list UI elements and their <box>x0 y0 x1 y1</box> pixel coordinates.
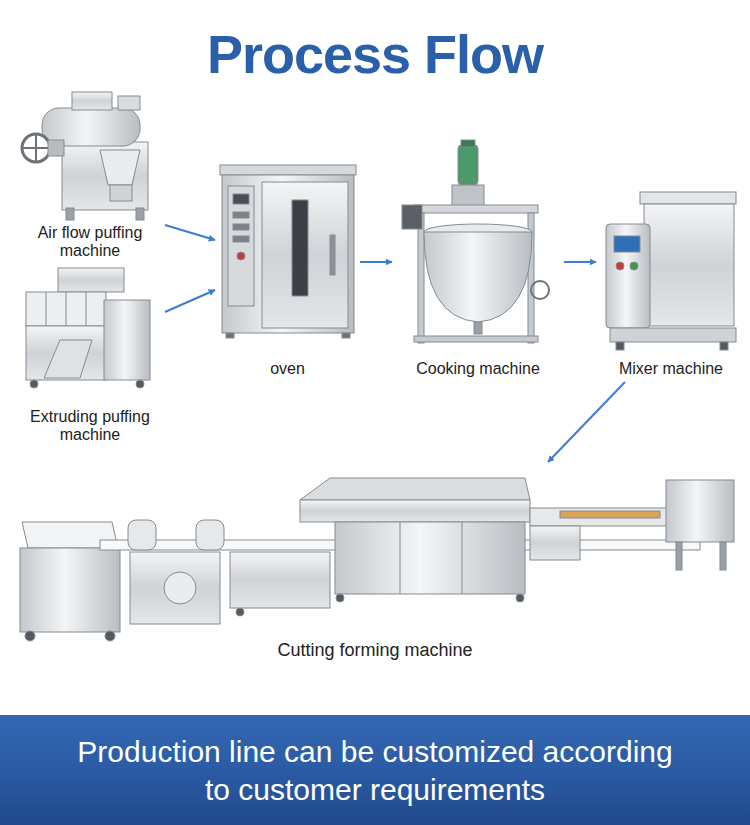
machine-node: Cutting forming machine <box>10 462 740 664</box>
cutting-forming-line <box>20 478 734 641</box>
extruding-puffing-machine <box>26 268 150 388</box>
air-flow-puffing-machine <box>22 92 148 220</box>
flow-arrow <box>165 290 215 312</box>
title-text: Process Flow <box>0 22 750 86</box>
machine-label: Extruding puffing machine <box>15 408 165 444</box>
mixer-machine <box>606 192 736 350</box>
flow-arrow <box>564 261 596 263</box>
flow-arrow <box>548 382 625 462</box>
machine-label: Cooking machine <box>392 360 564 378</box>
machine-label: Mixer machine <box>596 360 746 378</box>
cooking-kettle <box>402 140 549 343</box>
machine-node: Extruding puffing machine <box>15 266 165 448</box>
machine-node: oven <box>215 160 360 382</box>
machine-node: Cooking machine <box>392 132 564 382</box>
caption-text: Production line can be customized accord… <box>65 733 685 809</box>
machine-node: Mixer machine <box>596 182 746 382</box>
caption-band: Production line can be customized accord… <box>0 715 750 825</box>
machine-label: Air flow puffing machine <box>15 224 165 260</box>
flow-arrow <box>360 261 392 263</box>
machine-label: oven <box>215 360 360 378</box>
machine-label: Cutting forming machine <box>10 640 740 660</box>
flow-arrow <box>165 225 215 240</box>
rotary-oven <box>220 165 356 338</box>
machine-node: Air flow puffing machine <box>15 86 165 264</box>
